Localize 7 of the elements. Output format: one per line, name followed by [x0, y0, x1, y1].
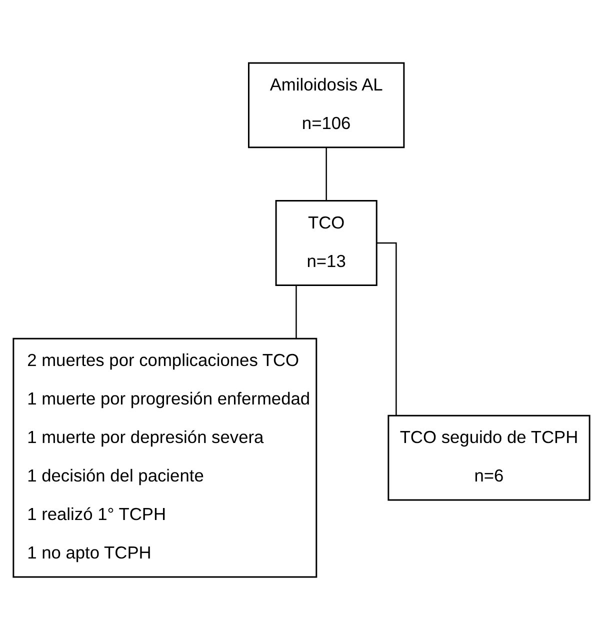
node-box: TCO seguido de TCPH n=6: [388, 414, 590, 501]
connector: [376, 242, 397, 416]
node-box: 2 muertes por complicaciones TCO 1 muerte por progresión enfermedad 1 muerte por depresión severa 1 decisión del paciente 1 realizó 1° TCPH 1 no apto TCPH: [12, 338, 318, 578]
connector: [296, 285, 297, 338]
connector: [326, 148, 327, 200]
node-box: Amiloidosis AL n=106: [248, 62, 405, 148]
node-box: TCO n=13: [275, 200, 378, 286]
